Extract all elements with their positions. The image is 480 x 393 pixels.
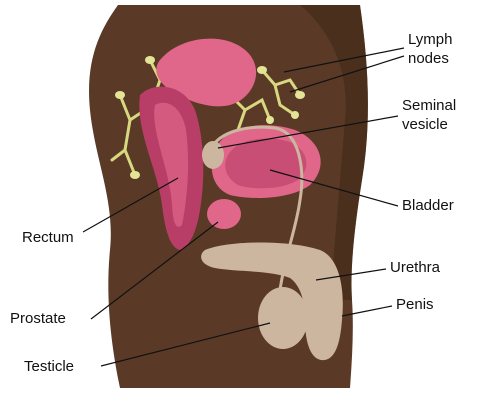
label-lymph-nodes-line1: Lymph [408, 31, 452, 49]
label-penis: Penis [396, 296, 434, 314]
label-testicle: Testicle [24, 358, 74, 376]
label-bladder: Bladder [402, 197, 454, 215]
label-prostate: Prostate [10, 310, 66, 328]
prostate [207, 199, 241, 229]
label-seminal-vesicle-line1: Seminal [402, 97, 456, 115]
label-urethra: Urethra [390, 259, 440, 277]
testicle [258, 287, 308, 349]
label-seminal-vesicle-line2: vesicle [402, 116, 448, 134]
label-lymph-nodes-line2: nodes [408, 50, 449, 68]
label-rectum: Rectum [22, 229, 74, 247]
